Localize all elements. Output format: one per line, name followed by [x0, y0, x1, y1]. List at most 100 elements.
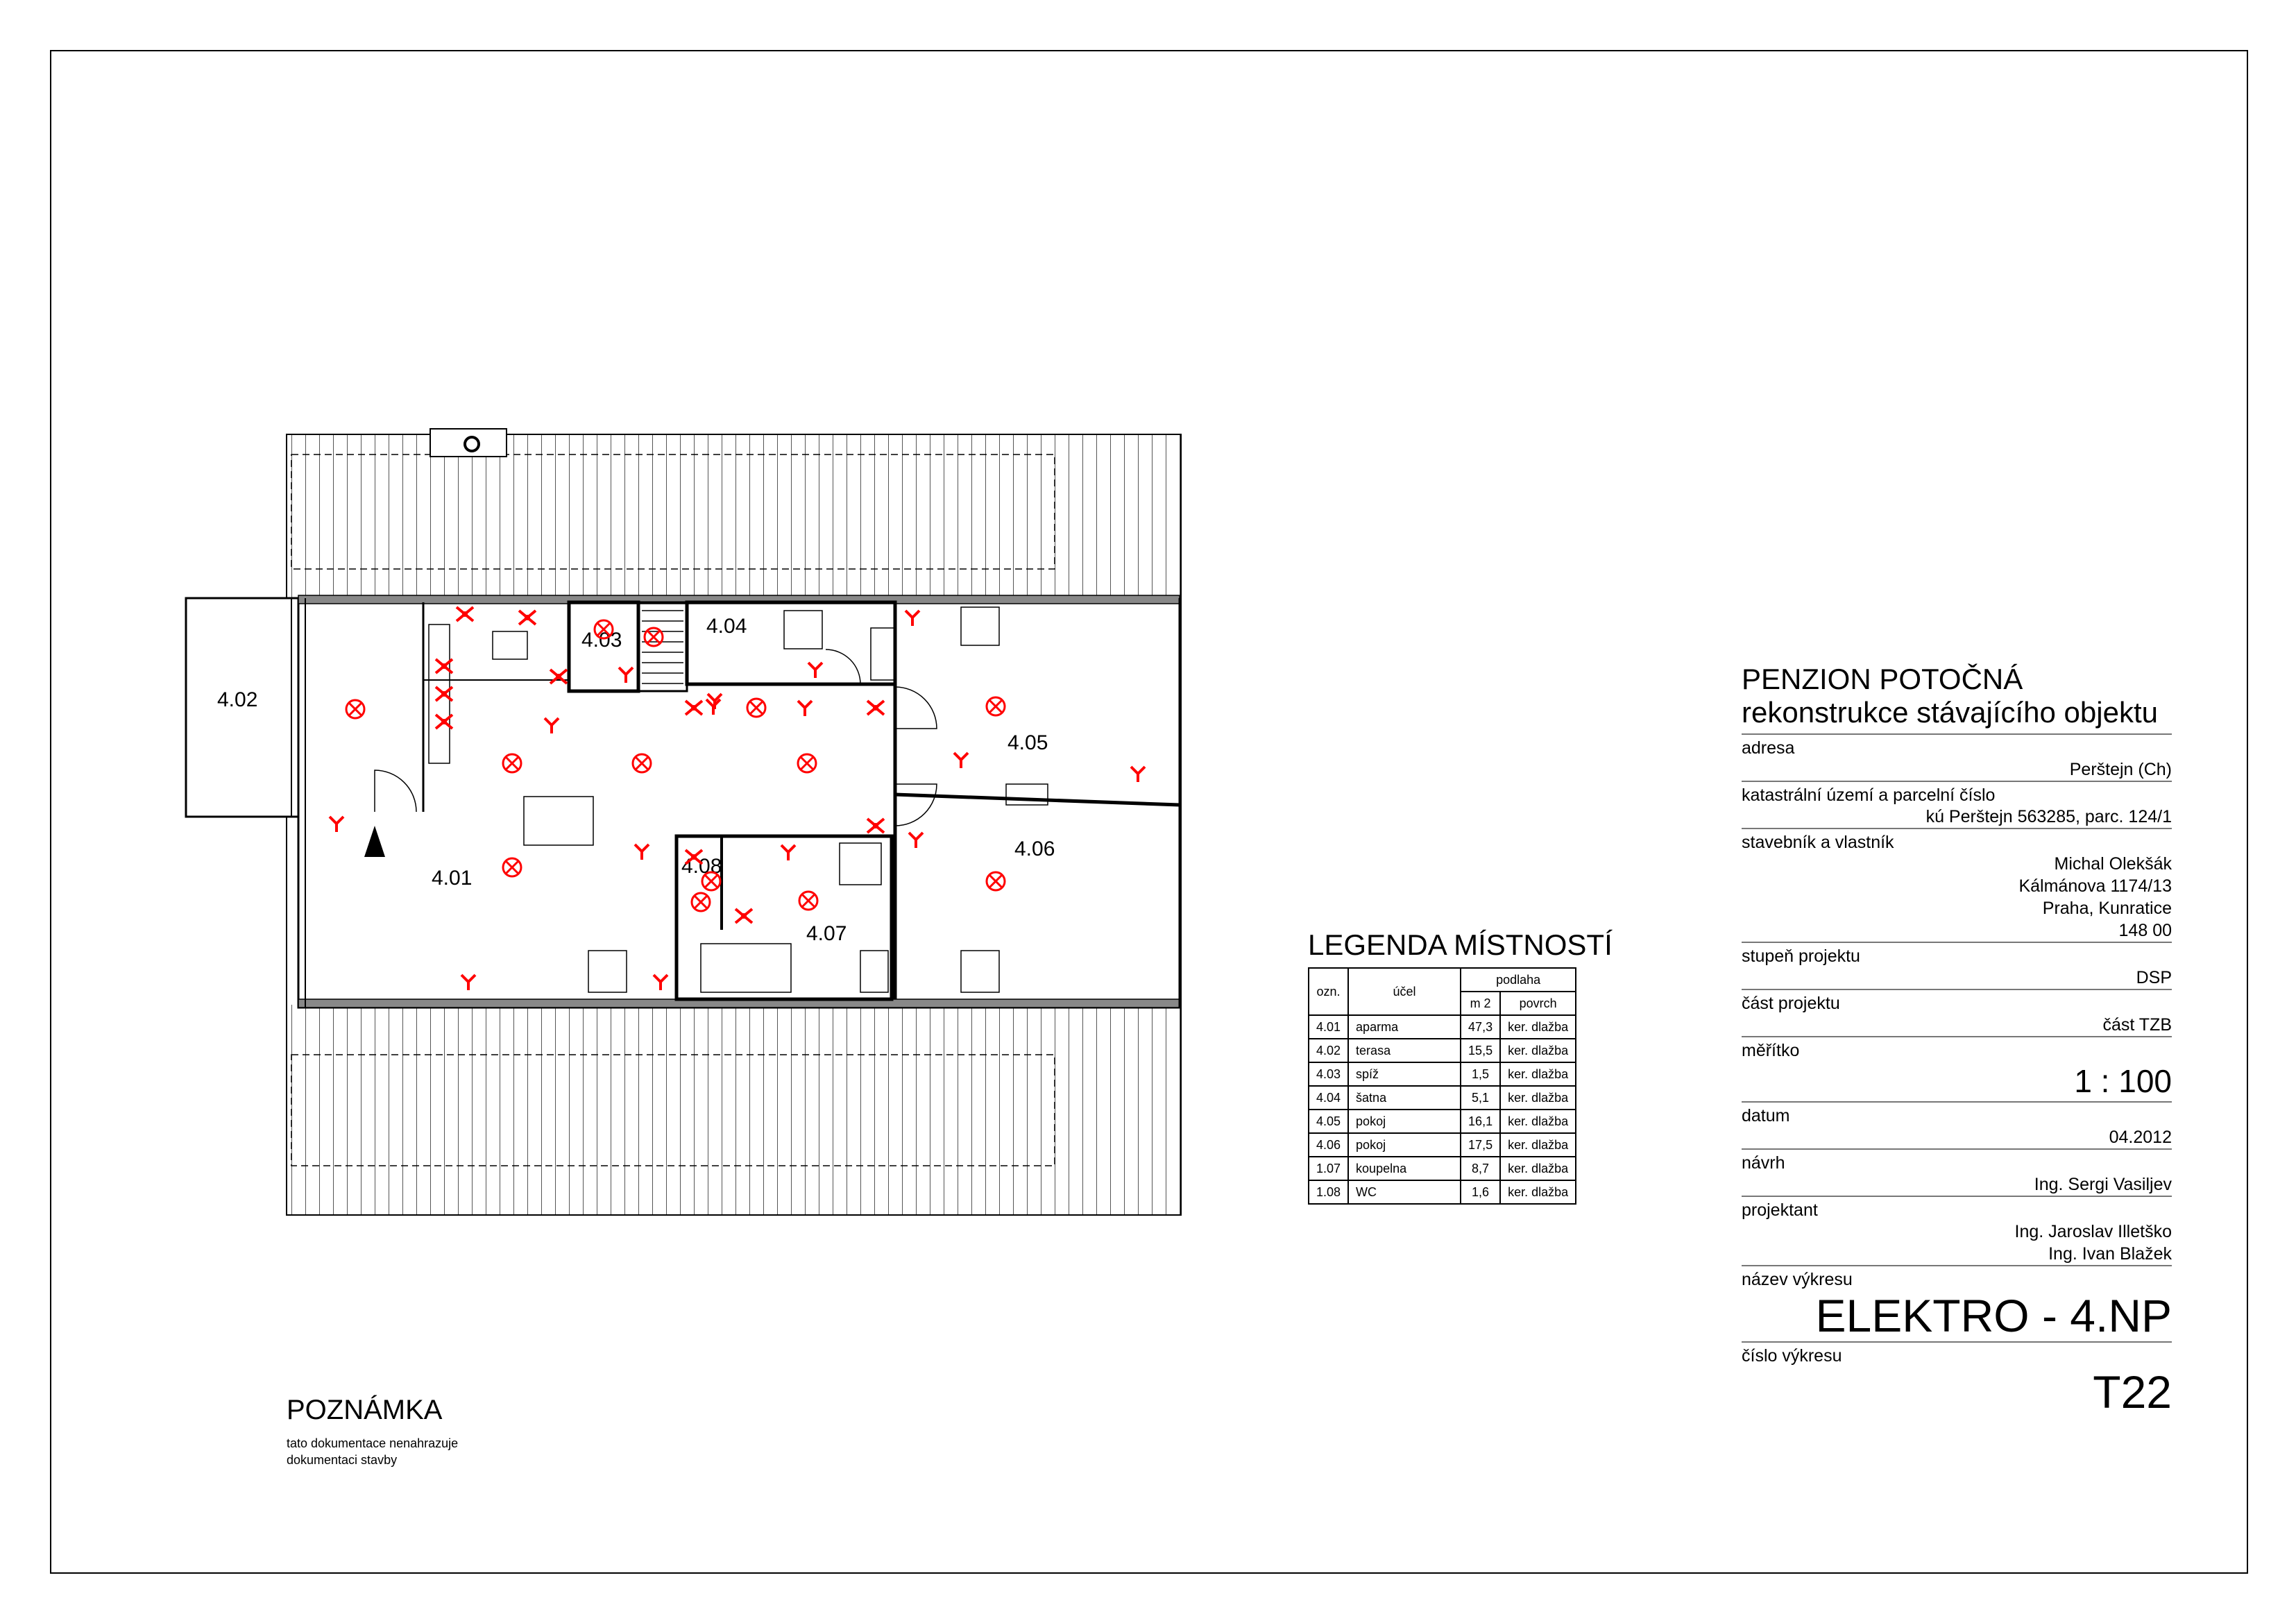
light-fixture-icon	[798, 890, 819, 911]
title-block-label: projektant	[1742, 1200, 1818, 1220]
furniture	[428, 606, 1048, 993]
legend-cell-code: 1.08	[1307, 1180, 1350, 1205]
title-block-label: datum	[1742, 1106, 1790, 1125]
switch-icon	[866, 699, 885, 716]
title-block-value: Ing. Sergi Vasiljev	[2034, 1175, 2172, 1194]
title-block-row: datum 04.2012	[1742, 1101, 2172, 1148]
legend-header-code: ozn.	[1307, 967, 1350, 1016]
roof-hatch-top	[287, 435, 1180, 602]
title-block-value: Kálmánova 1174/13	[2018, 876, 2172, 896]
socket-icon	[460, 974, 477, 990]
switch-icon	[518, 609, 537, 626]
legend-cell-surface: ker. dlažba	[1499, 1132, 1577, 1157]
light-fixture-icon	[643, 627, 664, 647]
title-block-value: 04.2012	[2109, 1128, 2172, 1147]
light-fixture-icon	[502, 753, 522, 774]
legend-cell-code: 4.03	[1307, 1062, 1350, 1087]
socket-icon	[807, 661, 824, 678]
legend-cell-code: 4.02	[1307, 1038, 1350, 1063]
legend-cell-purpose: terasa	[1347, 1038, 1462, 1063]
legend-cell-area: 1,6	[1460, 1180, 1502, 1205]
title-block-value: Praha, Kunratice	[2042, 899, 2172, 918]
title-block-value: T22	[2093, 1366, 2172, 1418]
socket-icon	[1130, 765, 1146, 782]
doors	[374, 649, 937, 826]
switch-icon	[434, 686, 454, 702]
legend-header-floor: podlaha	[1460, 967, 1577, 992]
legend-cell-purpose: aparma	[1347, 1014, 1462, 1039]
title-block-label: stupeň projektu	[1742, 946, 1860, 966]
project-name: PENZION POTOČNÁ	[1742, 663, 2023, 695]
legend-cell-code: 4.05	[1307, 1109, 1350, 1134]
light-fixture-icon	[690, 892, 711, 912]
legend-cell-area: 47,3	[1460, 1014, 1502, 1039]
legend-cell-area: 17,5	[1460, 1132, 1502, 1157]
title-block-label: stavebník a vlastník	[1742, 833, 1894, 852]
light-fixture-icon	[701, 871, 722, 892]
light-fixture-icon	[631, 753, 652, 774]
legend-cell-purpose: pokoj	[1347, 1132, 1462, 1157]
socket-icon	[904, 609, 921, 626]
light-fixture-icon	[797, 753, 817, 774]
switch-icon	[455, 606, 475, 622]
legend-cell-area: 5,1	[1460, 1085, 1502, 1110]
legend-cell-surface: ker. dlažba	[1499, 1180, 1577, 1205]
title-block-label: návrh	[1742, 1153, 1785, 1173]
entry-arrow-icon	[364, 826, 385, 857]
switch-icon	[684, 699, 704, 716]
legend-cell-surface: ker. dlažba	[1499, 1038, 1577, 1063]
switch-icon	[434, 658, 454, 674]
title-block-value: kú Perštejn 563285, parc. 124/1	[1925, 807, 2172, 826]
room-label-4.02: 4.02	[217, 688, 257, 711]
legend-cell-purpose: šatna	[1347, 1085, 1462, 1110]
legend-cell-area: 16,1	[1460, 1109, 1502, 1134]
legend-cell-code: 4.01	[1307, 1014, 1350, 1039]
switch-icon	[734, 908, 754, 924]
title-block-value: 1 : 100	[2074, 1063, 2172, 1099]
note: POZNÁMKA tato dokumentace nenahrazuje do…	[287, 1393, 516, 1468]
legend-cell-code: 1.07	[1307, 1156, 1350, 1181]
light-fixture-icon	[345, 699, 366, 720]
legend-header-purpose: účel	[1347, 967, 1462, 1016]
legend-cell-surface: ker. dlažba	[1499, 1109, 1577, 1134]
wall-bathroom	[674, 834, 894, 1001]
title-block-value: DSP	[2136, 968, 2172, 987]
terrace	[185, 597, 305, 818]
legend-cell-surface: ker. dlažba	[1499, 1014, 1577, 1039]
legend-cell-surface: ker. dlažba	[1499, 1062, 1577, 1087]
legend-cell-purpose: spíž	[1347, 1062, 1462, 1087]
legend-cell-area: 1,5	[1460, 1062, 1502, 1087]
wall-rooms-divider	[894, 792, 1180, 807]
legend-header-area: m 2	[1460, 991, 1502, 1016]
socket-icon	[618, 666, 634, 683]
title-block-value: Perštejn (Ch)	[2069, 760, 2172, 779]
room-label-4.07: 4.07	[806, 922, 847, 945]
project-subtitle: rekonstrukce stávajícího objektu	[1742, 696, 2158, 729]
legend-cell-code: 4.06	[1307, 1132, 1350, 1157]
socket-icon	[953, 751, 969, 768]
socket-icon	[652, 974, 669, 990]
legend-header-surface: povrch	[1499, 991, 1577, 1016]
switch-icon	[866, 817, 885, 834]
note-text: tato dokumentace nenahrazuje dokumentaci…	[287, 1436, 459, 1467]
title-block-value: Ing. Ivan Blažek	[2048, 1244, 2172, 1264]
switch-icon	[549, 668, 568, 685]
switch-icon	[684, 849, 704, 865]
light-fixture-icon	[985, 871, 1006, 892]
roof-inner-bottom	[291, 1054, 1055, 1166]
legend-cell-code: 4.04	[1307, 1085, 1350, 1110]
socket-icon	[780, 844, 797, 860]
chimney	[430, 428, 507, 457]
roof-hatch-bottom	[287, 1005, 1180, 1214]
